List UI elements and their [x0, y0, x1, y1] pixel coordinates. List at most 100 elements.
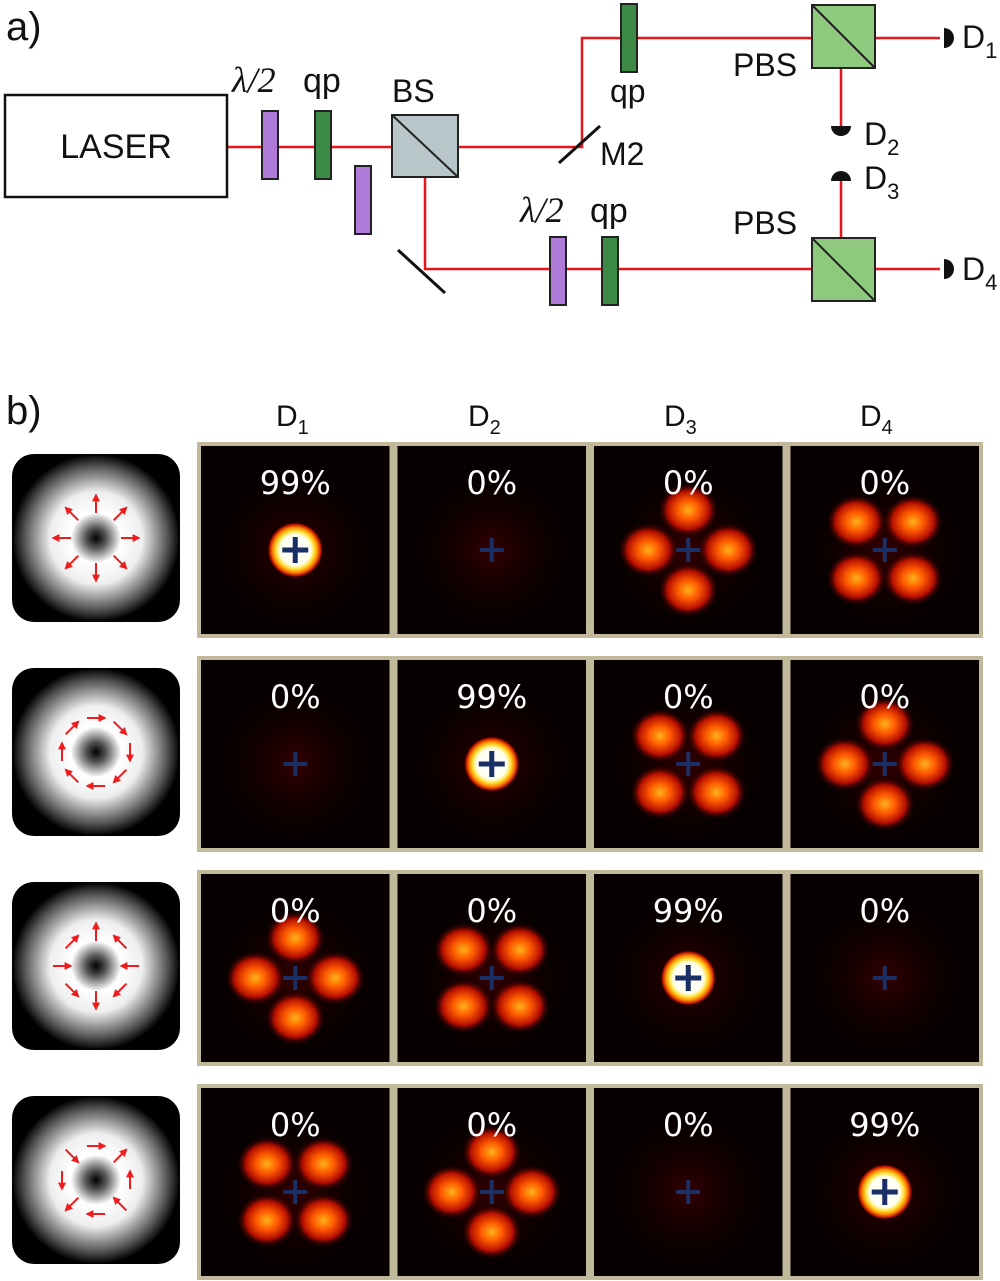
pattern-cell: 0% — [201, 660, 390, 848]
d4-label: D4 — [962, 251, 997, 295]
qp-1-label: qp — [303, 62, 341, 100]
detection-percent: 0% — [270, 1106, 321, 1144]
input-mode-thumbnail — [12, 454, 180, 622]
detector-d3-icon — [831, 171, 851, 181]
pattern-row: 0%99%0%0% — [12, 656, 983, 852]
q-plate-1 — [314, 110, 332, 180]
intensity-lobe — [814, 737, 875, 791]
pattern-cell: 99% — [397, 660, 586, 848]
center-cross-icon — [676, 538, 701, 562]
intensity-lobe — [225, 951, 286, 1005]
pattern-cell: 99% — [201, 446, 390, 634]
pbs-top-diagonal — [811, 4, 876, 69]
intensity-lobe — [854, 777, 915, 831]
beam-upper — [425, 36, 940, 149]
intensity-lobe — [629, 765, 690, 820]
pattern-cell: 0% — [397, 1088, 586, 1276]
d1-label: D1 — [962, 19, 997, 63]
detection-percent: 0% — [270, 892, 321, 930]
detector-d4-icon — [944, 259, 954, 279]
mirror-m2 — [557, 124, 602, 165]
pbs-bottom-diagonal — [811, 237, 876, 302]
qp-top-label: qp — [610, 73, 646, 109]
center-cross-icon — [676, 752, 701, 776]
center-cross-icon — [479, 538, 504, 562]
pattern-row: 0%0%0%99% — [12, 1084, 983, 1280]
intensity-lobe — [433, 922, 494, 977]
intensity-lobe — [629, 708, 690, 763]
intensity-lobe — [265, 911, 326, 965]
detection-percent: 99% — [260, 464, 331, 502]
polarization-arrow — [64, 768, 80, 784]
laser-box — [3, 93, 229, 199]
d2-label: D2 — [864, 116, 899, 160]
intensity-lobe — [883, 494, 944, 549]
half-wave-2-label: λ/2 — [519, 190, 564, 230]
column-headers: D1 D2 D3 D4 — [276, 400, 893, 439]
detection-percent: 0% — [466, 892, 517, 930]
intensity-lobe — [236, 1193, 297, 1248]
pbs-bottom-label: PBS — [733, 205, 797, 241]
column-header-d2: D2 — [468, 400, 501, 439]
polarization-arrow — [112, 720, 128, 736]
laser-label: LASER — [60, 128, 172, 166]
intensity-lobe — [305, 951, 366, 1005]
pbs-top-label: PBS — [733, 47, 797, 83]
column-header-d1: D1 — [276, 400, 309, 439]
mirror-lower — [396, 248, 447, 295]
detection-percent: 0% — [859, 464, 910, 502]
pattern-row: 0%0%99%0% — [12, 870, 983, 1066]
q-plate-bottom — [601, 236, 619, 306]
pattern-cell: 0% — [790, 446, 979, 634]
pattern-cell: 0% — [594, 1088, 783, 1276]
polarization-arrow — [64, 934, 80, 950]
detection-percent: 0% — [663, 464, 714, 502]
pattern-cell: 0% — [790, 874, 979, 1062]
panel-b: b) D1 D2 D3 D4 99%0%0%0%0%99%0%0%0%0%99%… — [6, 389, 983, 1280]
beam-splitter-diagonal — [391, 114, 459, 178]
intensity-lobe — [894, 737, 955, 791]
intensity-grid: 99%0%0%0%0%99%0%0%0%0%99%0%0%0%0%99% — [12, 442, 983, 1280]
panel-b-label: b) — [6, 389, 42, 433]
polarization-arrow — [112, 982, 128, 998]
detection-percent: 99% — [456, 678, 527, 716]
polarization-arrow — [112, 768, 128, 784]
intensity-lobe — [490, 922, 551, 977]
intensity-lobe — [826, 494, 887, 549]
qp-bottom-label: qp — [590, 192, 628, 230]
polarization-arrow — [112, 554, 128, 570]
polarization-arrow — [64, 1196, 80, 1212]
half-wave-1-label: λ/2 — [231, 60, 276, 100]
center-cross-icon — [676, 1180, 701, 1204]
intensity-lobe — [293, 1193, 354, 1248]
detection-percent: 0% — [270, 678, 321, 716]
intensity-lobe — [658, 483, 719, 537]
center-cross-icon — [479, 966, 504, 990]
center-cross-icon — [872, 752, 897, 776]
panel-a: a) LASER λ/2 qp BS M2 qp PBS — [3, 3, 997, 306]
panel-a-label: a) — [6, 5, 42, 49]
intensity-lobe — [461, 1125, 522, 1179]
intensity-lobe — [461, 1205, 522, 1259]
intensity-lobe — [698, 523, 759, 577]
center-cross-icon — [478, 751, 505, 777]
polarization-arrow — [112, 1148, 128, 1164]
detection-percent: 0% — [466, 464, 517, 502]
half-wave-plate-1 — [261, 110, 279, 180]
input-mode-thumbnail — [12, 1096, 180, 1264]
detection-percent: 99% — [849, 1106, 920, 1144]
pattern-cell: 0% — [790, 660, 979, 848]
input-mode-thumbnail — [12, 668, 180, 836]
m2-label: M2 — [600, 136, 644, 172]
detection-percent: 0% — [859, 678, 910, 716]
center-cross-icon — [872, 538, 897, 562]
d3-label: D3 — [864, 160, 899, 204]
intensity-lobe — [421, 1165, 482, 1219]
detector-d1-icon — [944, 28, 954, 48]
intensity-lobe — [686, 708, 747, 763]
intensity-lobe — [686, 765, 747, 820]
polarization-arrow — [112, 506, 128, 522]
pattern-cell: 0% — [397, 446, 586, 634]
polarization-arrow — [64, 720, 80, 736]
